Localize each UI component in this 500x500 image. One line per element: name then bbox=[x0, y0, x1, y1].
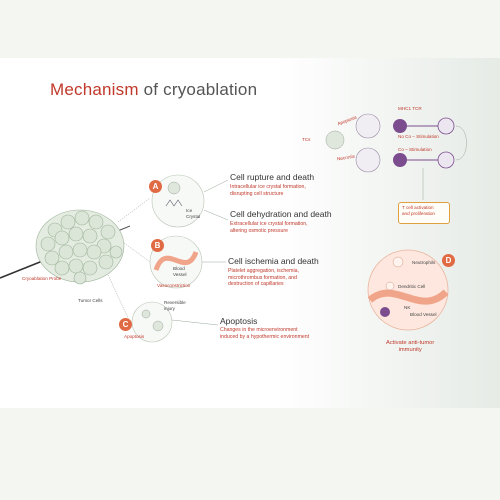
circle-c bbox=[131, 301, 173, 343]
apoptosis-small-label: Apoptosis bbox=[124, 334, 145, 339]
no-co-stimulation-label: No Co – Stimulation bbox=[398, 134, 439, 139]
anti-tumor-caption: Activate anti-tumor immunity bbox=[386, 340, 435, 353]
vasoconstriction-label: Vasoconstriction bbox=[157, 283, 191, 288]
ice-crystal-label: Ice Crystal bbox=[186, 208, 201, 219]
dehydration-desc: Extracellular ice crystal formation, alt… bbox=[230, 221, 308, 234]
nk-cell-icon bbox=[380, 307, 390, 317]
ice-crystal-icon bbox=[165, 199, 183, 207]
mhc-tcr-label: MHC1 TCR bbox=[398, 106, 422, 111]
immune-signalling bbox=[325, 113, 467, 200]
probe-label: Cryoablation Probe bbox=[22, 276, 62, 281]
necrotic-cell-icon bbox=[355, 147, 381, 173]
reversible-injury-label: Reversible injury bbox=[164, 300, 186, 311]
dendritic-cell-label: Dendritic Cell bbox=[398, 284, 426, 289]
badge-a: A bbox=[149, 180, 162, 193]
apoptosis-heading: Apoptosis bbox=[220, 316, 258, 326]
blood-vessel-d-label: Blood Vessel bbox=[410, 312, 437, 317]
circle-b bbox=[149, 235, 203, 289]
rupture-heading: Cell rupture and death bbox=[230, 172, 315, 182]
apc-bottom-icon bbox=[393, 153, 407, 167]
apoptotic-cell-icon bbox=[355, 113, 381, 139]
apoptosis-desc: Changes in the microenvironment induced … bbox=[220, 327, 310, 340]
ischemia-heading: Cell ischemia and death bbox=[228, 256, 319, 266]
title-rest: of cryoablation bbox=[143, 80, 258, 99]
t-cell-bottom-icon bbox=[437, 151, 455, 169]
cell-icon bbox=[167, 181, 181, 195]
ischemia-desc: Platelet aggregation, ischemia, microthr… bbox=[228, 268, 299, 287]
tcs-cell-icon bbox=[325, 130, 345, 150]
badge-b: B bbox=[151, 239, 164, 252]
blood-vessel-label: Blood Vessel bbox=[173, 266, 187, 277]
t-cell-activation-label: T cell activation and proliferation bbox=[402, 205, 435, 216]
circle-a bbox=[151, 174, 205, 228]
tcs-label: TCs bbox=[302, 137, 311, 142]
dehydration-heading: Cell dehydration and death bbox=[230, 209, 332, 219]
rupture-desc: Intracellular ice crystal formation, dis… bbox=[230, 184, 306, 197]
t-cell-top-icon bbox=[437, 117, 455, 135]
page-title: Mechanism of cryoablation bbox=[50, 80, 257, 100]
tumor-cells bbox=[35, 209, 125, 285]
section-d-graphic bbox=[367, 249, 449, 331]
badge-d: D bbox=[442, 254, 455, 267]
nk-label: NK bbox=[404, 305, 411, 310]
title-highlight: Mechanism bbox=[50, 80, 139, 99]
blood-vessel-icon bbox=[153, 250, 199, 271]
apc-top-icon bbox=[393, 119, 407, 133]
t-cell-box bbox=[398, 202, 450, 224]
co-stimulation-label: Co – Stimulation bbox=[398, 147, 432, 152]
neutrophils-label: Neutrophils bbox=[412, 260, 436, 265]
badge-c: C bbox=[119, 318, 132, 331]
text-connectors bbox=[171, 179, 229, 326]
leader-lines bbox=[104, 197, 151, 319]
tumor-cells-label: Tumor Cells bbox=[78, 298, 103, 303]
blood-vessel-d-icon bbox=[367, 289, 449, 305]
neutrophil-icon bbox=[392, 256, 404, 268]
